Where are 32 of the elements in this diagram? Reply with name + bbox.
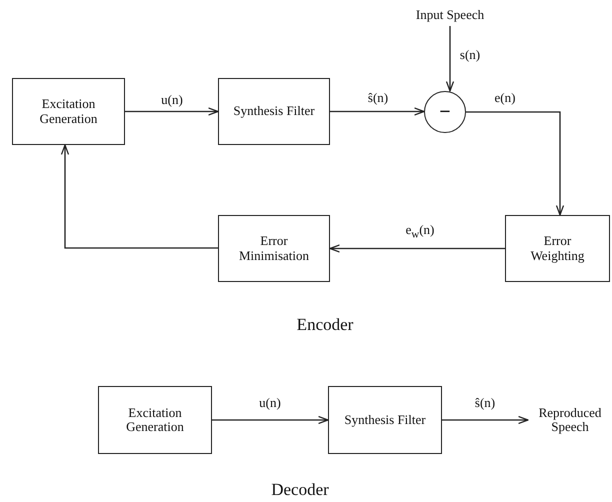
process-box [12, 78, 125, 145]
signal-label: Input Speech [416, 8, 484, 22]
section-title: Encoder [296, 315, 354, 335]
arrow [442, 416, 529, 424]
process-box [328, 386, 442, 454]
process-box [505, 215, 610, 282]
arrow [446, 26, 454, 92]
arrow [330, 107, 425, 116]
box-label: Excitation Generation [125, 406, 185, 434]
minus-sign: − [439, 101, 451, 123]
arrow [125, 107, 219, 116]
box-label: Excitation Generation [38, 97, 98, 126]
arrow [60, 144, 218, 249]
edge-label: u(n) [258, 396, 282, 410]
process-box [98, 386, 212, 454]
box-label: Synthesis Filter [233, 104, 315, 119]
process-box [218, 78, 330, 145]
arrow [212, 416, 329, 424]
edge-label: ŝ(n) [366, 90, 390, 106]
box-label: Error Minimisation [238, 234, 310, 263]
arrow [466, 111, 564, 216]
arrow [329, 244, 505, 253]
edge-label: ŝ(n) [474, 396, 496, 410]
box-label: Error Weighting [530, 234, 586, 263]
subtractor-circle [424, 91, 466, 133]
process-box [218, 215, 330, 282]
box-label: Synthesis Filter [344, 412, 426, 428]
section-title: Decoder [271, 480, 329, 500]
edge-label: u(n) [160, 92, 184, 108]
edge-label: s(n) [458, 48, 482, 62]
signal-label: Reproduced Speech [538, 406, 602, 434]
edge-label: e(n) [494, 90, 516, 106]
